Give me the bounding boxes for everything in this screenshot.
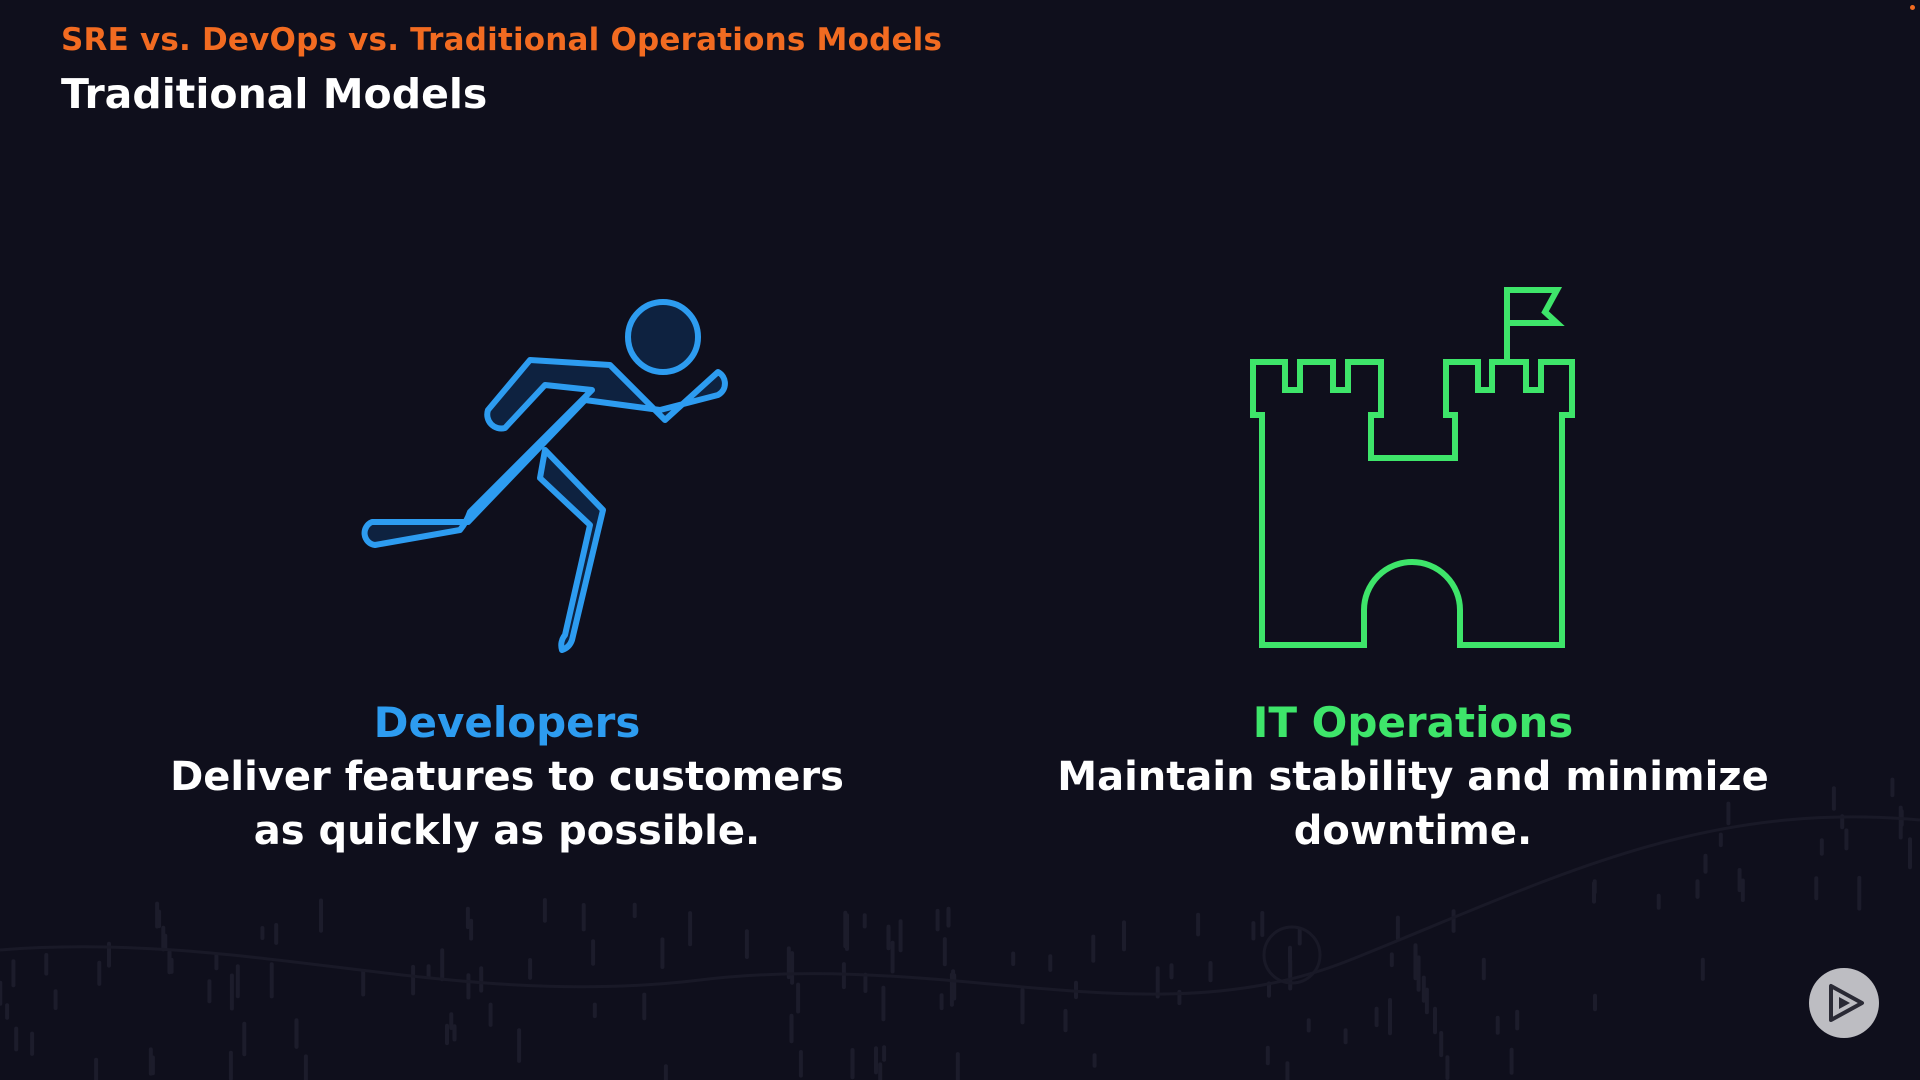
play-button[interactable] [1809,968,1879,1038]
slide-title: Traditional Models [61,70,488,118]
castle-icon [1240,280,1580,660]
developers-description: Deliver features to customers as quickly… [170,754,844,854]
developers-column: Developers Deliver features to customers… [57,698,957,858]
developers-heading: Developers [373,698,641,747]
slide-kicker: SRE vs. DevOps vs. Traditional Operation… [61,22,943,58]
corner-dot [1910,5,1915,10]
it-operations-column: IT Operations Maintain stability and min… [963,698,1863,858]
running-person-icon [355,290,745,670]
play-icon [1829,984,1864,1022]
it-operations-description: Maintain stability and minimize downtime… [1057,754,1769,854]
it-operations-heading: IT Operations [1252,698,1574,747]
